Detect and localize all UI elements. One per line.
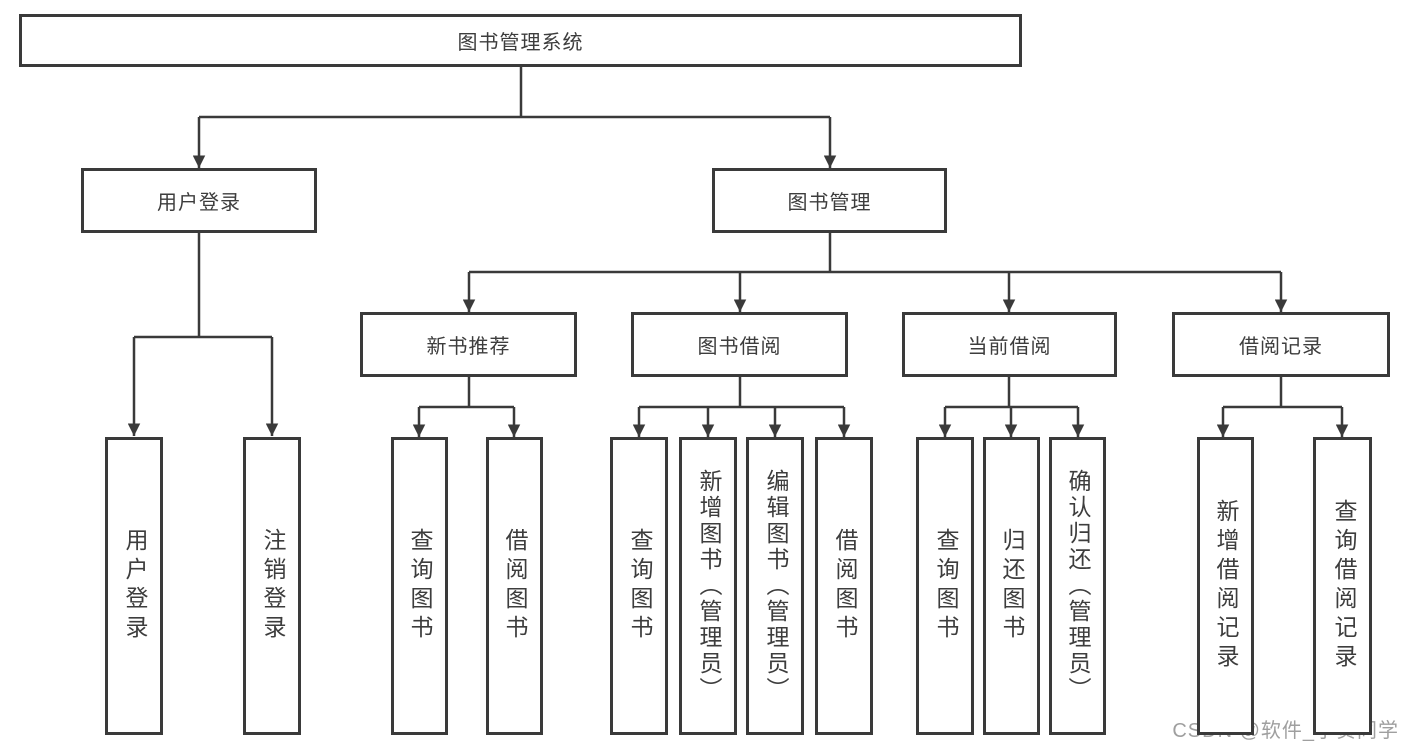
leaf-confirm-return-admin: 确认归还（管理员）: [1049, 437, 1106, 735]
leaf-borrow-books-2: 借阅图书: [815, 437, 873, 735]
leaf-user-login: 用户登录: [105, 437, 163, 735]
node-label: 当前借阅: [967, 336, 1052, 358]
node-borrow-records: 借阅记录: [1172, 312, 1390, 377]
node-label: 图书管理系统: [457, 32, 584, 54]
leaf-borrow-books-1: 借阅图书: [486, 437, 543, 735]
connector-book-management-branch: [469, 233, 1281, 274]
node-new-book-recommend: 新书推荐: [360, 312, 577, 377]
connector-user-login-branch: [134, 233, 272, 339]
leaf-add-book-admin: 新增图书（管理员）: [679, 437, 737, 735]
node-label: 用户登录: [157, 192, 241, 214]
node-book-management: 图书管理: [712, 168, 947, 233]
leaf-edit-book-admin: 编辑图书（管理员）: [746, 437, 804, 735]
leaf-return-books: 归还图书: [983, 437, 1040, 735]
connector-borrow-records-branch: [1223, 377, 1342, 409]
node-current-borrow: 当前借阅: [902, 312, 1117, 377]
node-label: 图书借阅: [697, 336, 782, 358]
leaf-logout: 注销登录: [243, 437, 301, 735]
node-user-login: 用户登录: [81, 168, 317, 233]
leaf-query-books-1: 查询图书: [391, 437, 448, 735]
connector-root-to-level2: [199, 67, 830, 119]
leaf-query-books-2: 查询图书: [610, 437, 668, 735]
node-label: 新书推荐: [426, 336, 511, 358]
leaf-query-books-3: 查询图书: [916, 437, 974, 735]
node-label: 图书管理: [787, 192, 872, 214]
connector-new-book-branch: [419, 377, 514, 409]
connector-book-borrow-branch: [639, 377, 844, 409]
leaf-add-borrow-record: 新增借阅记录: [1197, 437, 1254, 735]
leaf-query-borrow-record: 查询借阅记录: [1313, 437, 1372, 735]
node-root-system: 图书管理系统: [19, 14, 1022, 67]
node-book-borrow: 图书借阅: [631, 312, 848, 377]
node-label: 借阅记录: [1239, 336, 1323, 358]
connector-current-borrow-branch: [945, 377, 1078, 409]
